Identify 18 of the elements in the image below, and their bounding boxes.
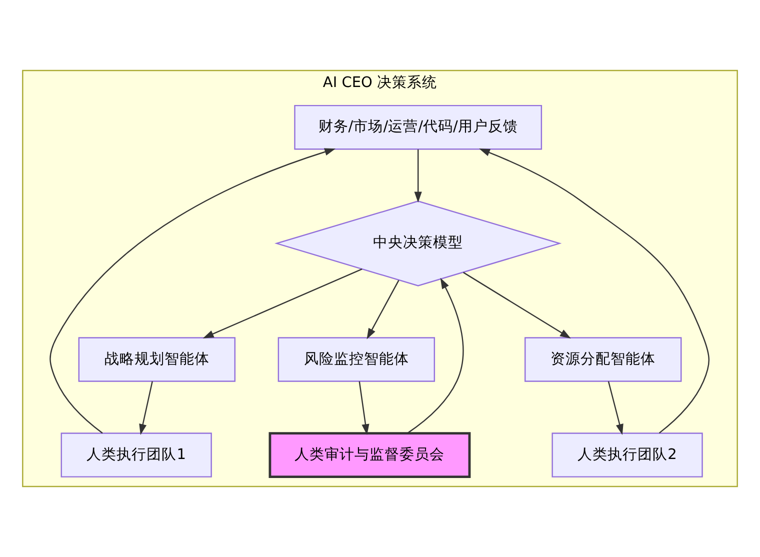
node-box: 风险监控智能体 [278, 337, 436, 382]
arrow [358, 381, 370, 436]
arrow [608, 381, 624, 435]
node-diamond: 中央决策模型 [274, 200, 562, 286]
node-box: 战略规划智能体 [78, 337, 236, 382]
node-box: 财务/市场/运营/代码/用户反馈 [294, 104, 542, 150]
arrow [202, 268, 362, 338]
node-box: 人类执行团队1 [60, 432, 212, 478]
arrow [139, 381, 153, 436]
node-box: 人类执行团队2 [552, 432, 703, 478]
node-box: 人类审计与监督委员会 [268, 432, 471, 478]
arrow [414, 149, 422, 203]
node-box: 资源分配智能体 [524, 337, 682, 382]
arrow [50, 148, 336, 434]
arrow [479, 148, 710, 434]
arrow [366, 280, 400, 340]
arrow [463, 272, 571, 339]
arrow [407, 278, 464, 434]
